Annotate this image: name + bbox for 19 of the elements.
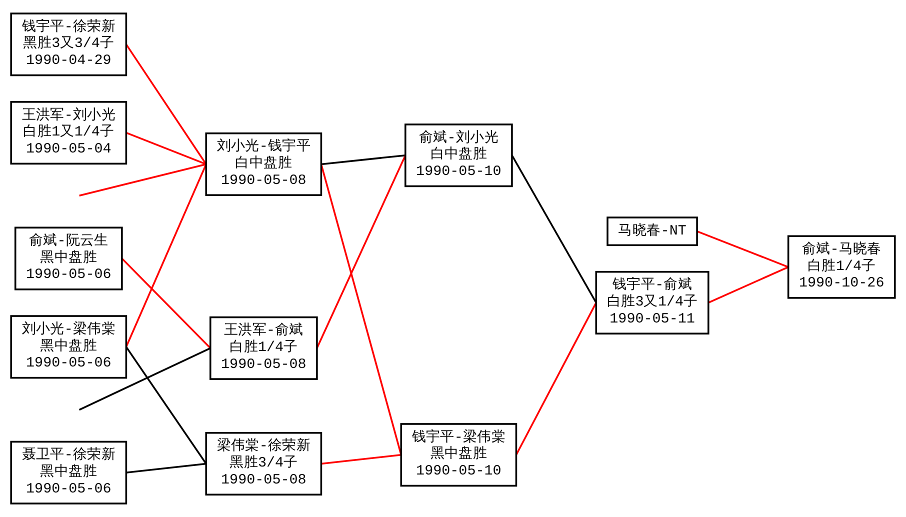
connector (125, 346, 207, 464)
connector (125, 44, 207, 165)
connector (126, 462, 206, 474)
connector (121, 258, 212, 349)
connector (316, 154, 406, 349)
connector (79, 163, 206, 196)
connector (125, 164, 207, 348)
connector (126, 132, 206, 166)
node-box: 俞斌-阮云生 黑中盘胜 1990-05-06 (14, 226, 123, 290)
connector (696, 230, 789, 268)
connector (78, 347, 211, 411)
connector (321, 154, 406, 166)
node-box: 马晓春-NT (606, 216, 698, 246)
connector (511, 154, 597, 304)
node-box: 王洪军-俞斌 白胜1/4子 1990-05-08 (210, 316, 318, 380)
node-box: 俞斌-马晓春 白胜1/4子 1990-10-26 (787, 235, 896, 299)
connector (708, 266, 789, 304)
connector (321, 454, 402, 465)
connector (515, 302, 597, 456)
